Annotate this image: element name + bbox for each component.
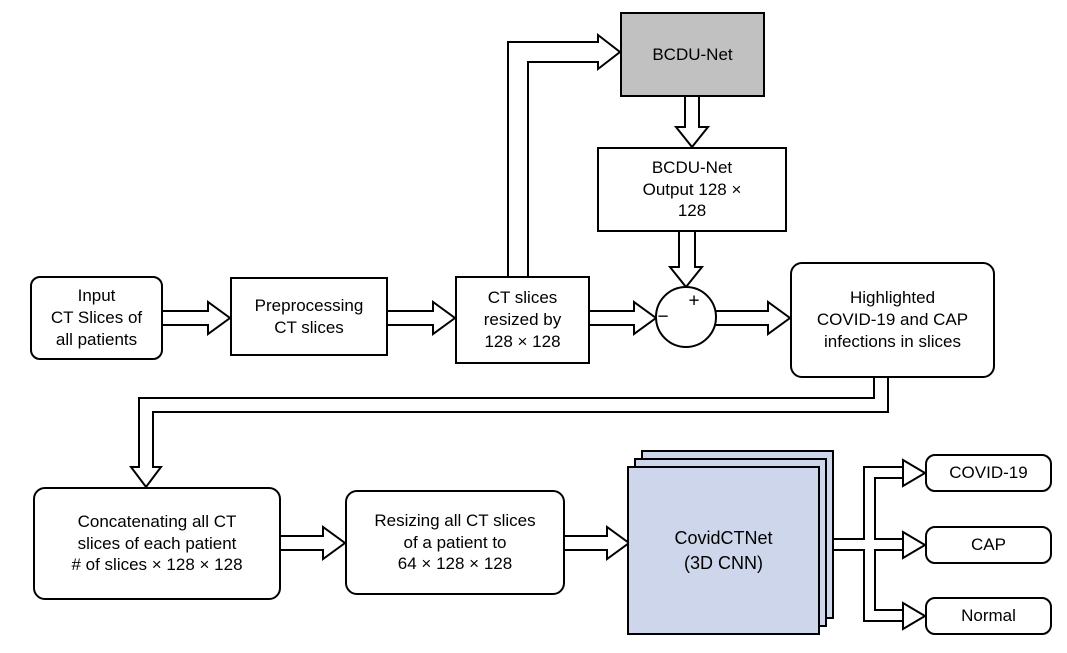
arrow-highlighted-to-concat: [129, 375, 889, 489]
arrow-output-to-sum: [667, 229, 705, 289]
node-concatenating-line: Concatenating all CT: [77, 511, 237, 531]
plus-sign: +: [688, 291, 699, 312]
node-resizing-patient-line: 64 × 128 × 128: [397, 554, 513, 574]
node-bcdu-output-line: BCDU-Net: [651, 157, 733, 177]
node-output-covid19: COVID-19: [925, 454, 1052, 492]
node-ct-resized: CT slices resized by 128 × 128: [455, 276, 590, 364]
arrow-resized-to-sum: [587, 300, 658, 336]
node-bcdu-net: BCDU-Net: [620, 12, 765, 97]
node-covidctnet-line: (3D CNN): [684, 552, 763, 573]
node-covidctnet-line: CovidCTNet: [674, 528, 773, 549]
node-concatenating-line: slices of each patient: [77, 533, 237, 553]
arrow-preprocessing-to-resized: [385, 300, 457, 336]
node-resizing-patient-line: of a patient to: [403, 532, 507, 552]
node-resizing-patient: Resizing all CT slices of a patient to 6…: [345, 490, 565, 595]
arrow-input-to-preprocessing: [160, 300, 232, 336]
node-bcdu-output: BCDU-Net Output 128 × 128: [597, 147, 787, 232]
node-output-normal: Normal: [925, 597, 1052, 635]
arrow-resizing-to-cnn: [562, 525, 631, 561]
arrow-resized-to-bcdu: [507, 32, 622, 279]
node-input: Input CT Slices of all patients: [30, 276, 163, 360]
node-output-cap-label: CAP: [971, 535, 1006, 555]
node-concatenating-line: # of slices × 128 × 128: [71, 555, 243, 575]
node-resizing-patient-line: Resizing all CT slices: [374, 510, 536, 530]
arrowhead-covid: [902, 458, 927, 488]
node-highlighted-line: infections in slices: [823, 331, 961, 351]
node-concatenating: Concatenating all CT slices of each pati…: [33, 487, 281, 600]
node-highlighted-line: Highlighted: [849, 288, 936, 308]
node-output-covid19-label: COVID-19: [949, 463, 1028, 483]
node-output-cap: CAP: [925, 526, 1052, 564]
node-ct-resized-line: resized by: [483, 310, 562, 330]
node-preprocessing: Preprocessing CT slices: [230, 277, 388, 356]
arrow-bcdu-to-output: [673, 94, 711, 149]
node-preprocessing-line: CT slices: [274, 317, 344, 337]
node-highlighted-infections: Highlighted COVID-19 and CAP infections …: [790, 262, 995, 378]
node-bcdu-output-line: 128: [677, 201, 707, 221]
node-preprocessing-line: Preprocessing: [254, 295, 364, 315]
node-covidctnet: CovidCTNet (3D CNN): [627, 466, 820, 635]
arrowhead-normal: [902, 601, 927, 631]
node-bcdu-net-label: BCDU-Net: [652, 44, 733, 64]
sum-node: [655, 286, 717, 348]
node-input-line: CT Slices of: [50, 308, 143, 328]
node-input-line: Input: [77, 286, 116, 306]
minus-sign: −: [657, 307, 668, 328]
node-input-line: all patients: [55, 329, 138, 349]
arrow-sum-to-highlighted: [713, 300, 792, 336]
node-ct-resized-line: CT slices: [487, 288, 558, 308]
arrow-concat-to-resizing: [278, 525, 347, 561]
node-output-normal-label: Normal: [961, 606, 1016, 626]
arrowhead-cap: [902, 530, 927, 560]
node-bcdu-output-line: Output 128 ×: [642, 179, 742, 199]
node-highlighted-line: COVID-19 and CAP: [816, 310, 969, 330]
node-ct-resized-line: 128 × 128: [484, 331, 561, 351]
